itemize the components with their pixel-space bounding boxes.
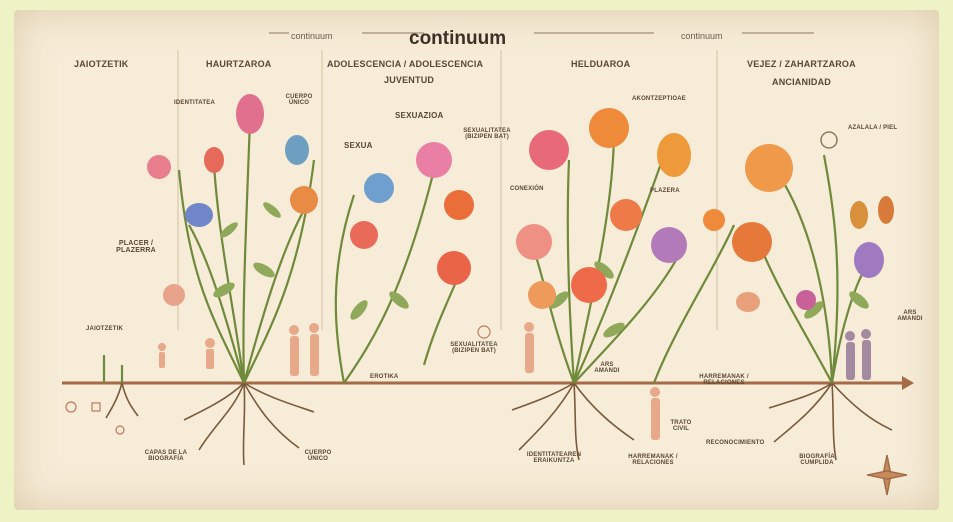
flower-rust bbox=[732, 222, 772, 262]
tulip-blue bbox=[285, 135, 309, 165]
stage-dividers bbox=[178, 50, 717, 330]
stage-jaiotzetik: JAIOTZETIK bbox=[74, 60, 129, 69]
stage-adolescencia: ADOLESCENCIA / ADOLESCENCIA bbox=[327, 60, 483, 69]
label-sexualitatea-low: SEXUALITATEA (BIZIPEN BAT) bbox=[446, 342, 502, 355]
subtitle-right: continuum bbox=[681, 31, 723, 41]
flower-pink-2 bbox=[416, 142, 452, 178]
label-identitatea: IDENTITATEA bbox=[174, 100, 215, 106]
label-cuerpo-unico: CUERPO ÚNICO bbox=[284, 94, 314, 107]
label-erotika: EROTIKA bbox=[370, 374, 398, 380]
flower-salmon bbox=[516, 224, 552, 260]
stage-haurtzaroa: HAURTZAROA bbox=[206, 60, 272, 69]
tulip-pink bbox=[236, 94, 264, 134]
label-sexualitatea-top: SEXUALITATEA (BIZIPEN BAT) bbox=[458, 128, 516, 141]
flower-peach-3 bbox=[736, 292, 760, 312]
decor-icons bbox=[66, 326, 490, 434]
label-sexuazioa: SEXUAZIOA bbox=[395, 112, 443, 120]
stage-juventud: JUVENTUD bbox=[384, 76, 434, 85]
label-biografia: BIOGRAFÍA CUMPLIDA bbox=[794, 454, 840, 467]
label-conexion: CONEXIÓN bbox=[510, 186, 544, 192]
flower-gold bbox=[745, 144, 793, 192]
label-reconocimiento: RECONOCIMIENTO bbox=[706, 440, 764, 446]
arrow-head bbox=[902, 376, 914, 390]
label-harremanak: HARREMANAK / RELACIONES bbox=[698, 374, 750, 387]
flower-magenta bbox=[796, 290, 816, 310]
flower-red-2 bbox=[350, 221, 378, 249]
label-trato: TRATO CIVIL bbox=[668, 420, 694, 433]
flower-purple bbox=[651, 227, 687, 263]
stage-helduaroa: HELDUAROA bbox=[571, 60, 630, 69]
flowers bbox=[147, 94, 894, 312]
flower-red-3 bbox=[437, 251, 471, 285]
compass-icon bbox=[867, 455, 907, 495]
stage-ancianidad: ANCIANIDAD bbox=[772, 78, 831, 87]
subtitle-left: continuum bbox=[291, 31, 333, 41]
flower-purple-2 bbox=[854, 242, 884, 278]
flower-orange bbox=[290, 186, 318, 214]
label-harremanak-low: HARREMANAK / RELACIONES bbox=[620, 454, 686, 467]
roots bbox=[106, 383, 892, 465]
label-plazera: PLAZERA bbox=[650, 188, 680, 194]
seedhead bbox=[821, 132, 837, 148]
flower-peach-2 bbox=[528, 281, 556, 309]
label-capas: CAPAS DE LA BIOGRAFÍA bbox=[138, 450, 194, 463]
label-ars-amandi-right: ARS AMANDI bbox=[896, 310, 924, 323]
flower-blue-2 bbox=[364, 173, 394, 203]
label-azalala-piel: AZALALA / PIEL bbox=[848, 125, 897, 131]
flower-orange-3 bbox=[589, 108, 629, 148]
illustration-frame: continuum continuum continuum JAIOTZETIK… bbox=[14, 10, 939, 510]
label-placer: PLACER / PLAZERRA bbox=[112, 240, 160, 255]
flower-red-4 bbox=[571, 267, 607, 303]
flower-orange-5 bbox=[703, 209, 725, 231]
flower-orange-2 bbox=[444, 190, 474, 220]
label-cuerpo-unico-low: CUERPO ÚNICO bbox=[300, 450, 336, 463]
label-ars-amandi: ARS AMANDI bbox=[592, 362, 622, 375]
flower-orange-4 bbox=[610, 199, 642, 231]
label-jaiotzetik-low: JAIOTZETIK bbox=[86, 326, 123, 332]
tulip-orange bbox=[657, 133, 691, 177]
bud-rust bbox=[878, 196, 894, 224]
label-sexua: SEXUA bbox=[344, 142, 373, 150]
stage-vejez: VEJEZ / ZAHARTZAROA bbox=[747, 60, 856, 69]
flower-blue bbox=[185, 203, 213, 227]
tulip-red bbox=[204, 147, 224, 173]
label-identitatearen: IDENTITATEAREN ERAIKUNTZA bbox=[526, 452, 582, 465]
flower-pink-small bbox=[147, 155, 171, 179]
leaves bbox=[211, 200, 871, 340]
flower-peach bbox=[163, 284, 185, 306]
bud-gold bbox=[850, 201, 868, 229]
label-akontzeptioae: AKONTZEPTIOAE bbox=[632, 96, 686, 102]
page-title: continuum bbox=[409, 28, 506, 50]
flower-rose bbox=[529, 130, 569, 170]
